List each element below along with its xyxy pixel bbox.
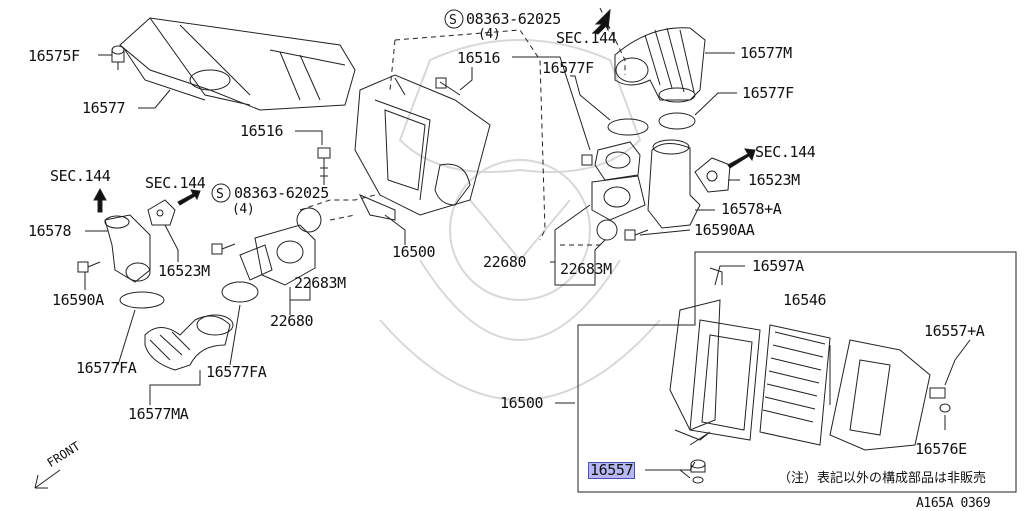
label-16557A: 16557+A [924, 322, 985, 340]
label-16578: 16578 [28, 222, 72, 240]
resonator-pipe-16578 [104, 214, 151, 283]
label-22683M-left: 22683M [294, 274, 346, 292]
gasket-16523M-right [694, 157, 731, 193]
grommet-16575F [111, 45, 125, 70]
not-sold-note: （注）表記以外の構成部品は非販売 [778, 471, 987, 486]
label-16577F-right: 16577F [742, 84, 794, 102]
label-sec144-left1: SEC.144 [50, 167, 111, 185]
bolt-16590AA [624, 229, 649, 241]
gasket-16523M-left [147, 199, 176, 226]
bolt-left-meter [211, 243, 236, 255]
bolt-16590A [77, 261, 101, 273]
label-16516-mid: 16516 [240, 122, 284, 140]
hose-16577MA [144, 314, 234, 371]
watermark-emblem [379, 39, 661, 401]
front-arrow-icon [34, 469, 61, 489]
label-sec144-left2: SEC.144 [145, 174, 206, 192]
hose-clamp-16577F-left [607, 118, 649, 136]
label-16523M-left: 16523M [158, 262, 210, 280]
label-bolt-mid-qty: (4) [232, 202, 255, 217]
label-16575F: 16575F [28, 47, 80, 65]
label-sec144-right: SEC.144 [755, 143, 816, 161]
label-16597A: 16597A [752, 257, 804, 275]
intake-duct-16577 [119, 17, 356, 111]
label-22680-left: 22680 [270, 312, 314, 330]
label-sec144-top: SEC.144 [556, 29, 617, 47]
label-bolt-top-qty: (4) [478, 27, 501, 42]
dashed-reference-lines [299, 7, 626, 246]
hose-16577M [614, 27, 706, 103]
label-16577: 16577 [82, 99, 126, 117]
diagram-code: A165A 0369 [916, 496, 991, 511]
bolt-16516-mid [317, 147, 331, 185]
air-cleaner-16500 [354, 74, 491, 221]
label-16590AA: 16590AA [694, 221, 755, 239]
label-16577FA-right: 16577FA [206, 363, 267, 381]
label-16577F-left: 16577F [542, 59, 594, 77]
airflow-meter-22680-right [591, 141, 646, 241]
resonator-pipe-16578A [647, 139, 701, 229]
inset-box [577, 251, 1017, 493]
hose-clamp-16577FA-left [119, 291, 165, 309]
label-16500-inset: 16500 [500, 394, 544, 412]
bolt-right-meter [581, 154, 593, 166]
label-bolt-mid: 08363-62025 [234, 184, 329, 202]
label-16577M: 16577M [740, 44, 792, 62]
leader-lines [84, 52, 971, 479]
svg-text:S: S [449, 13, 457, 28]
s-circle-icon-mid: S [211, 183, 231, 203]
hose-clamp-16577FA-right [221, 281, 259, 303]
label-22680-right: 22680 [483, 253, 527, 271]
bolt-16516-top [435, 77, 461, 96]
label-16500-main: 16500 [392, 243, 436, 261]
label-16578A: 16578+A [721, 200, 782, 218]
label-16577FA-left: 16577FA [76, 359, 137, 377]
label-bolt-top: 08363-62025 [466, 10, 561, 28]
label-16546: 16546 [783, 291, 827, 309]
label-16577MA: 16577MA [128, 405, 189, 423]
label-16557-highlighted[interactable]: 16557 [587, 461, 636, 479]
label-16576E: 16576E [915, 440, 967, 458]
label-22683M-right: 22683M [560, 260, 612, 278]
label-16516-top: 16516 [457, 49, 501, 67]
arrow-icons [93, 8, 756, 213]
svg-text:S: S [216, 187, 224, 202]
label-16590A: 16590A [52, 291, 104, 309]
airflow-meter-22680-left [239, 207, 322, 286]
hose-clamp-16577F-right [658, 112, 696, 130]
label-16523M-right: 16523M [748, 171, 800, 189]
air-cleaner-exploded-inset [669, 267, 951, 484]
s-circle-icon-top: S [444, 9, 464, 29]
